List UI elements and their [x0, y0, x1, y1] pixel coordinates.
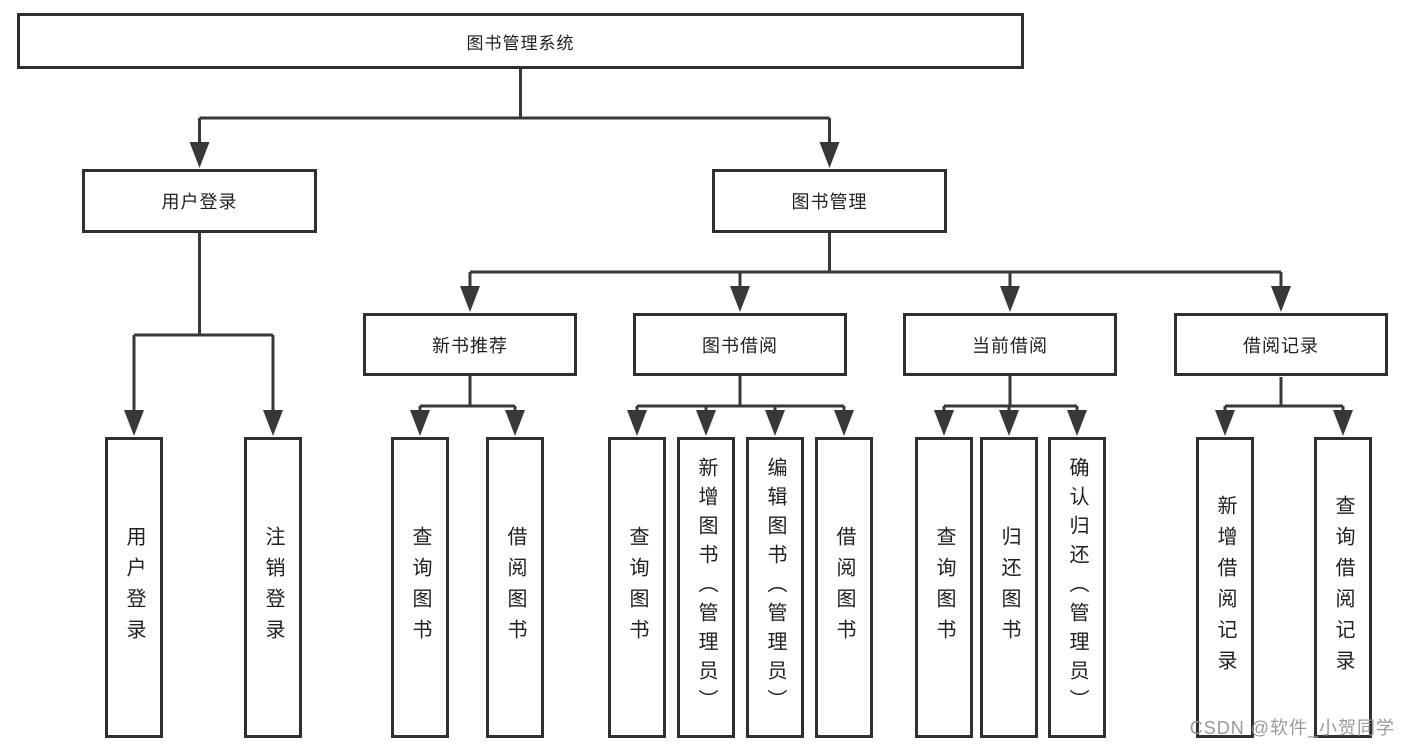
- leaf-borrow-books-recommend: 借阅图书: [486, 437, 544, 738]
- node-borrow-records: 借阅记录: [1174, 313, 1388, 376]
- leaf-label: 编辑图书（管理员）: [764, 457, 786, 718]
- node-label: 借阅记录: [1243, 335, 1319, 356]
- connector-new-book-branch: [418, 376, 517, 412]
- leaf-label: 注销登录: [262, 525, 284, 650]
- leaf-add-borrow-record: 新增借阅记录: [1196, 437, 1254, 738]
- leaf-label: 新增图书（管理员）: [695, 457, 717, 718]
- leaf-confirm-return-admin: 确认归还（管理员）: [1048, 437, 1106, 738]
- leaf-label: 确认归还（管理员）: [1066, 457, 1088, 718]
- connector-user-login-branch: [132, 233, 275, 412]
- node-label: 新书推荐: [432, 335, 508, 356]
- node-user-login: 用户登录: [82, 169, 317, 233]
- node-label: 图书管理: [791, 192, 868, 212]
- arrowheads-book-borrow-leaves: [627, 410, 854, 436]
- arrowheads-user-login-leaves: [124, 410, 283, 436]
- node-book-management: 图书管理: [712, 169, 947, 233]
- csdn-watermark: CSDN @软件_小贺同学: [1189, 718, 1395, 738]
- leaf-borrow-books: 借阅图书: [815, 437, 873, 738]
- leaf-edit-books-admin: 编辑图书（管理员）: [746, 437, 804, 738]
- leaf-query-books-recommend: 查询图书: [391, 437, 449, 738]
- leaf-label: 查询图书: [933, 525, 955, 650]
- connector-book-management-branch: [468, 233, 1283, 289]
- leaf-label: 用户登录: [123, 525, 145, 650]
- leaf-label: 查询图书: [409, 525, 431, 650]
- arrowheads-level2: [189, 142, 840, 168]
- arrowheads-level3: [460, 286, 1291, 312]
- node-new-book-recommend: 新书推荐: [363, 313, 577, 376]
- connector-book-borrow-branch: [635, 376, 846, 412]
- leaf-label: 借阅图书: [833, 525, 855, 650]
- arrowheads-borrow-records-leaves: [1215, 410, 1353, 436]
- leaf-label: 查询借阅记录: [1332, 494, 1354, 681]
- arrowheads-new-book-leaves: [410, 410, 525, 436]
- node-label: 图书借阅: [702, 335, 778, 356]
- arrowheads-current-borrow-leaves: [934, 410, 1087, 436]
- connector-current-borrow-branch: [942, 376, 1079, 412]
- leaf-label: 借阅图书: [504, 525, 526, 650]
- leaf-logout: 注销登录: [244, 437, 302, 738]
- leaf-label: 归还图书: [998, 525, 1020, 650]
- leaf-query-borrow-record: 查询借阅记录: [1314, 437, 1372, 738]
- connector-borrow-records-branch: [1223, 377, 1345, 412]
- leaf-user-login: 用户登录: [105, 437, 163, 738]
- node-label: 图书管理系统: [466, 33, 575, 53]
- leaf-query-books-current: 查询图书: [915, 437, 973, 738]
- leaf-label: 新增借阅记录: [1214, 494, 1236, 681]
- leaf-label: 查询图书: [626, 525, 648, 650]
- leaf-add-books-admin: 新增图书（管理员）: [677, 437, 735, 738]
- leaf-query-books-borrow: 查询图书: [608, 437, 666, 738]
- node-label: 用户登录: [161, 192, 238, 212]
- node-library-system-root: 图书管理系统: [17, 13, 1024, 69]
- leaf-return-books: 归还图书: [980, 437, 1038, 738]
- node-label: 当前借阅: [972, 335, 1048, 356]
- node-current-borrow: 当前借阅: [903, 313, 1117, 376]
- connector-root-to-level2: [198, 68, 831, 145]
- node-book-borrow: 图书借阅: [633, 313, 847, 376]
